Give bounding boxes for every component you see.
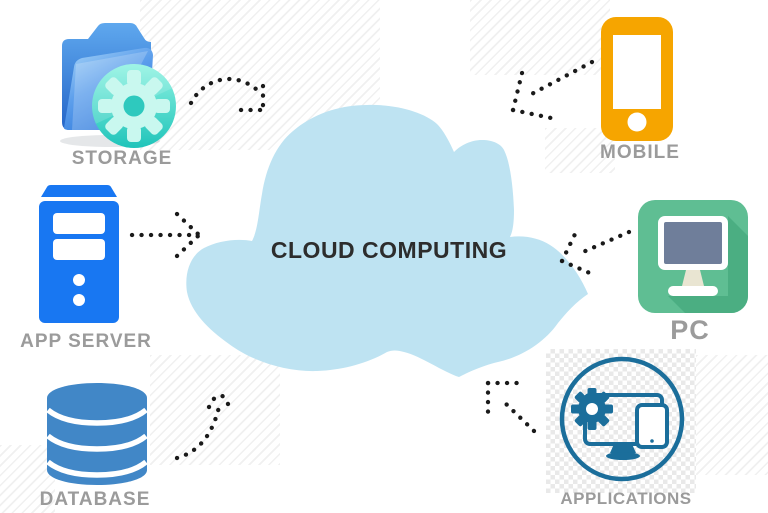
desktop-monitor-icon bbox=[638, 200, 748, 318]
arrow-database-to-cloud bbox=[174, 388, 231, 461]
database-cylinder-icon bbox=[45, 382, 149, 493]
storage-label: STORAGE bbox=[71, 148, 173, 169]
smartphone-icon bbox=[600, 16, 674, 147]
server-tower-icon bbox=[33, 183, 125, 333]
arrow-storage-to-cloud bbox=[188, 76, 267, 113]
mobile-label: MOBILE bbox=[600, 142, 680, 163]
folder-gear-icon bbox=[52, 12, 180, 157]
arrow-applications-to-cloud bbox=[485, 380, 537, 434]
database-label: DATABASE bbox=[39, 489, 151, 510]
devices-gear-circle-icon bbox=[546, 349, 696, 498]
arrow-pc-to-cloud bbox=[559, 227, 632, 277]
cloud-shape bbox=[186, 104, 588, 378]
transparency-checkerboard bbox=[546, 349, 696, 493]
arrow-mobile-to-cloud bbox=[510, 59, 595, 122]
cloud-computing-title: CLOUD COMPUTING bbox=[270, 237, 508, 263]
pc-label: PC bbox=[670, 315, 710, 345]
app-server-label: APP SERVER bbox=[20, 331, 152, 352]
arrow-app-server-to-cloud bbox=[129, 211, 201, 259]
applications-label: APPLICATIONS bbox=[560, 489, 692, 508]
